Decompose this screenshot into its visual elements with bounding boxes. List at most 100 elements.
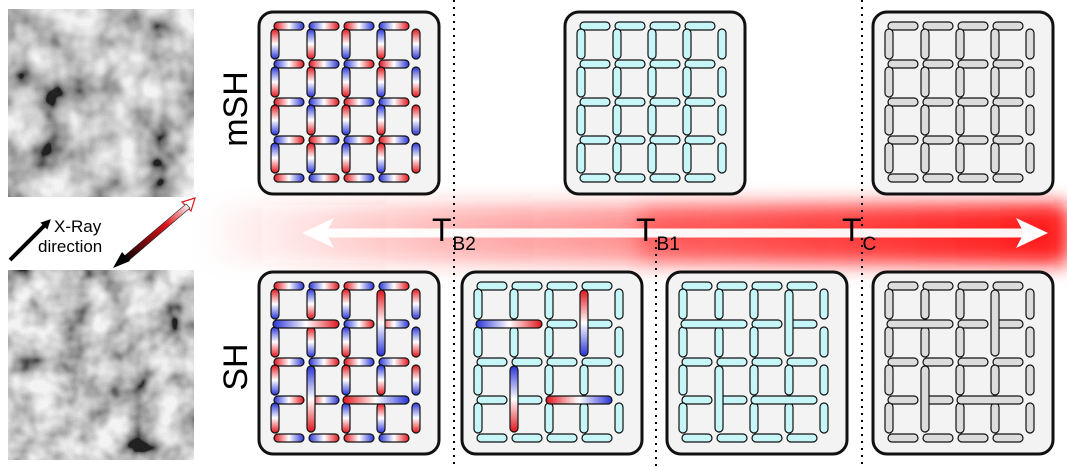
island-h — [343, 21, 375, 31]
panel-5 — [460, 270, 644, 456]
island-h — [751, 281, 783, 291]
island-h — [476, 281, 508, 291]
island-v — [819, 288, 829, 320]
island-v — [376, 364, 386, 396]
island-h — [681, 433, 713, 443]
island-v — [341, 142, 351, 174]
island-h — [684, 59, 716, 69]
island-v — [749, 326, 759, 358]
island-v — [920, 288, 930, 320]
long-island — [272, 319, 340, 329]
island-v — [678, 364, 688, 396]
island-h — [922, 59, 954, 69]
island-h — [887, 281, 919, 291]
long-island — [545, 395, 613, 405]
island-h — [581, 281, 613, 291]
island-h — [887, 357, 919, 367]
island-h — [887, 433, 919, 443]
island-h — [786, 433, 818, 443]
island-h — [957, 281, 989, 291]
island-v — [884, 402, 894, 434]
island-h — [681, 281, 713, 291]
island-h — [649, 21, 681, 31]
island-h — [992, 21, 1024, 31]
island-h — [649, 59, 681, 69]
island-v — [990, 402, 1000, 434]
island-v — [749, 288, 759, 320]
island-v — [270, 142, 280, 174]
island-v — [579, 364, 589, 396]
island-v — [544, 326, 554, 358]
panel-1 — [257, 10, 441, 196]
tc-sub: C — [862, 234, 877, 255]
island-v — [717, 104, 727, 136]
row-label-sh: SH — [217, 343, 255, 391]
island-h — [308, 357, 340, 367]
island-v — [884, 28, 894, 60]
island-h — [378, 173, 410, 183]
island-h — [476, 395, 508, 405]
island-h — [957, 135, 989, 145]
island-h — [308, 21, 340, 31]
island-v — [955, 104, 965, 136]
island-h — [308, 135, 340, 145]
island-h — [378, 433, 410, 443]
island-v — [647, 142, 657, 174]
island-h — [546, 281, 578, 291]
panel-3 — [871, 10, 1055, 196]
island-v — [884, 104, 894, 136]
island-h — [378, 135, 410, 145]
island-v — [614, 326, 624, 358]
island-v — [509, 288, 519, 320]
island-v — [955, 28, 965, 60]
island-h — [308, 281, 340, 291]
island-v — [920, 28, 930, 60]
island-h — [343, 135, 375, 145]
island-v — [819, 326, 829, 358]
island-h — [751, 319, 783, 329]
island-h — [614, 21, 646, 31]
island-h — [343, 357, 375, 367]
island-v — [614, 288, 624, 320]
island-h — [579, 135, 611, 145]
island-v — [955, 364, 965, 396]
island-h — [786, 357, 818, 367]
island-h — [887, 59, 919, 69]
island-v — [270, 402, 280, 434]
long-island — [784, 289, 794, 357]
island-h — [957, 319, 989, 329]
island-v — [341, 28, 351, 60]
island-v — [614, 402, 624, 434]
island-h — [957, 59, 989, 69]
island-v — [341, 364, 351, 396]
island-v — [714, 326, 724, 358]
island-v — [714, 288, 724, 320]
island-v — [678, 326, 688, 358]
island-v — [920, 66, 930, 98]
island-h — [887, 173, 919, 183]
island-h — [273, 135, 305, 145]
island-h — [681, 357, 713, 367]
island-h — [511, 281, 543, 291]
island-h — [273, 357, 305, 367]
long-island — [680, 319, 748, 329]
island-h — [579, 97, 611, 107]
island-v — [376, 142, 386, 174]
island-v — [576, 66, 586, 98]
island-h — [614, 97, 646, 107]
tc-main: T — [842, 212, 862, 248]
island-h — [614, 135, 646, 145]
island-v — [920, 142, 930, 174]
island-h — [343, 433, 375, 443]
island-v — [784, 364, 794, 396]
island-v — [411, 142, 421, 174]
island-h — [649, 97, 681, 107]
island-h — [546, 433, 578, 443]
island-h — [751, 357, 783, 367]
island-h — [922, 21, 954, 31]
island-v — [411, 288, 421, 320]
island-v — [341, 66, 351, 98]
island-h — [922, 135, 954, 145]
island-h — [887, 395, 919, 405]
island-h — [273, 173, 305, 183]
